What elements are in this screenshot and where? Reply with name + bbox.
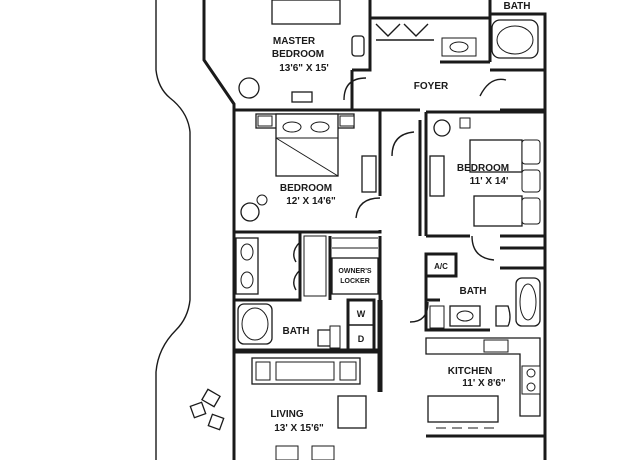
bedroom-left-nightstand-1 — [257, 115, 273, 127]
bedroom-left-door-arc — [355, 197, 381, 219]
master-bedroom-wall — [352, 0, 372, 72]
burner-1 — [526, 368, 536, 378]
master-sink — [449, 41, 469, 53]
master-chair-icon — [238, 77, 260, 99]
living-name: LIVING — [270, 409, 304, 420]
bath-left-label: BATH — [282, 326, 309, 337]
master-bedroom-size: 13'6" X 15' — [279, 63, 329, 74]
balcony-outline — [155, 0, 191, 460]
foyer-door-arc — [343, 77, 507, 101]
owners-locker-box — [331, 257, 379, 295]
kitchen-size: 11' X 8'6" — [462, 378, 506, 389]
left-toilet-tank — [329, 325, 341, 349]
bedroom-right-nightstand-3 — [521, 197, 541, 225]
master-bed — [271, 0, 341, 25]
owners-locker-shelf — [332, 237, 378, 249]
bedroom-right-door-arc — [471, 235, 495, 261]
right-tub-basin — [519, 283, 537, 321]
bedroom-right-walls — [424, 110, 547, 460]
dryer-label: D — [358, 334, 365, 344]
right-toilet — [495, 305, 511, 327]
master-tub-basin — [496, 25, 534, 55]
master-tv — [291, 91, 313, 103]
bedroom-right-nightstand-1 — [521, 139, 541, 165]
bath-right-label: BATH — [459, 286, 486, 297]
left-closet-door-arcs — [293, 241, 301, 291]
ac-closet — [424, 252, 458, 278]
right-bath-door-arc — [409, 301, 429, 323]
living-armchair — [337, 395, 367, 429]
owners-locker-label-2: LOCKER — [340, 278, 370, 285]
right-sink — [456, 310, 474, 322]
owners-locker-label-1: OWNER'S — [338, 268, 371, 275]
master-bedroom-name: MASTER — [273, 36, 316, 47]
balcony-table — [201, 388, 221, 408]
washer-label: W — [357, 309, 366, 319]
living-size: 13' X 15'6" — [274, 423, 324, 434]
living-speaker-1 — [255, 361, 271, 381]
bath-top-wall — [490, 12, 547, 70]
hall-wall — [380, 108, 422, 236]
kitchen-sink — [483, 339, 509, 353]
master-bedroom-name-2: BEDROOM — [272, 49, 324, 60]
living-speaker-2 — [339, 361, 357, 381]
master-desk-chair — [351, 35, 365, 57]
left-sink-2 — [240, 271, 254, 289]
hall-door-arc — [391, 131, 415, 157]
outer-wall-left-upper — [202, 0, 236, 232]
bedroom-left-size: 12' X 14'6" — [286, 196, 336, 207]
bedroom-right-chair — [433, 119, 451, 137]
kitchen-name: KITCHEN — [448, 366, 492, 377]
bedroom-right-ottoman — [459, 117, 471, 129]
kitchen-counter — [425, 337, 541, 417]
living-sofa-1 — [275, 445, 299, 461]
bedroom-right-name: BEDROOM — [457, 163, 509, 174]
right-cabinet — [429, 305, 445, 329]
bedroom-right-nightstand-2 — [521, 169, 541, 193]
master-closet-doors — [375, 23, 434, 41]
bedroom-left-name: BEDROOM — [280, 183, 332, 194]
bedroom-left-pillow-2 — [310, 121, 330, 133]
balcony-chair-1 — [189, 401, 207, 419]
bedroom-right-size: 11' X 14' — [470, 176, 509, 187]
ac-label: A/C — [434, 262, 448, 271]
left-closet-rod — [303, 235, 327, 297]
foyer-wall — [350, 68, 547, 112]
foyer-label: FOYER — [414, 81, 449, 92]
living-tv-1 — [275, 361, 335, 381]
bedroom-left-pillow-1 — [282, 121, 302, 133]
bedroom-right-dresser — [429, 155, 445, 197]
bedroom-right-bed-top — [469, 139, 523, 173]
bedroom-left-bed-sheet — [275, 137, 339, 177]
balcony-chair-2 — [207, 413, 225, 431]
bedroom-left-nightstand-2 — [339, 115, 355, 127]
bath-top-label: BATH — [503, 1, 530, 12]
left-sink-1 — [240, 243, 254, 261]
left-tub-basin — [241, 307, 269, 341]
living-sofa-2 — [311, 445, 335, 461]
right-bath-walls — [424, 246, 545, 332]
living-wall — [234, 350, 382, 392]
burner-2 — [526, 382, 536, 392]
kitchen-range — [521, 365, 541, 395]
bedroom-left-ottoman — [256, 194, 268, 206]
master-bath-wall — [370, 0, 492, 64]
kitchen-island — [427, 395, 499, 423]
bedroom-left-chair — [240, 202, 260, 222]
bedroom-right-bed-bottom — [473, 195, 523, 227]
bedroom-left-dresser — [361, 155, 377, 193]
